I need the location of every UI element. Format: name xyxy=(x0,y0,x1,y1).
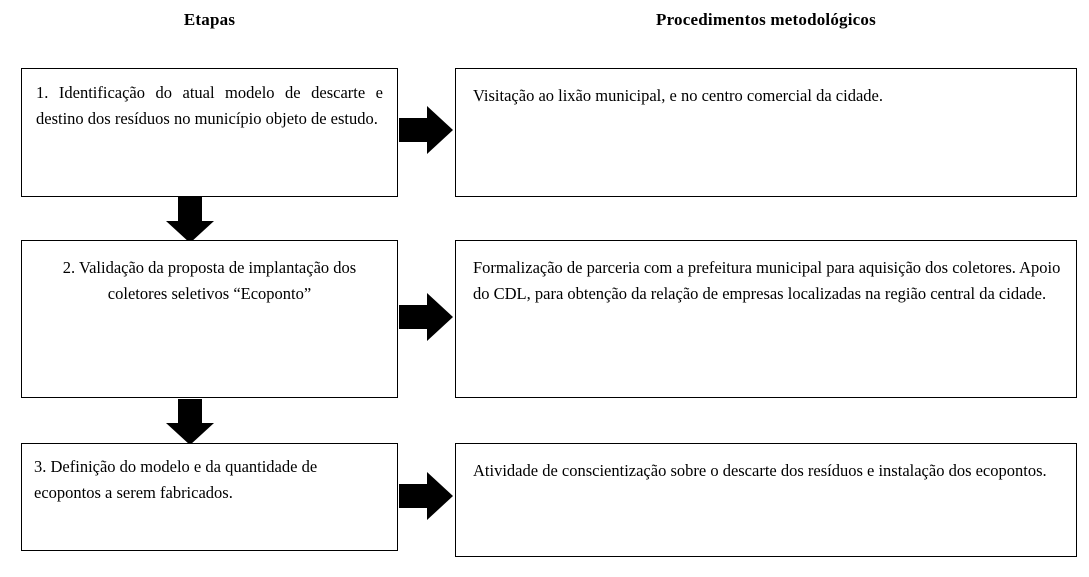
procedure-box-3-text: Atividade de conscientização sobre o des… xyxy=(473,461,1047,480)
column-header-procedimentos: Procedimentos metodológicos xyxy=(656,10,876,29)
arrow-right-icon xyxy=(399,472,453,520)
arrow-right-icon xyxy=(399,293,453,341)
procedure-box-2-text: Formalização de parceria com a prefeitur… xyxy=(473,258,1061,303)
procedure-box-1: Visitação ao lixão municipal, e no centr… xyxy=(455,68,1077,197)
stage-box-3-text: 3. Definição do modelo e da quantidade d… xyxy=(34,457,318,502)
procedure-box-3: Atividade de conscientização sobre o des… xyxy=(455,443,1077,557)
stage-box-1: 1. Identificação do atual modelo de desc… xyxy=(21,68,398,197)
arrow-right-icon xyxy=(399,106,453,154)
stage-box-3: 3. Definição do modelo e da quantidade d… xyxy=(21,443,398,551)
procedure-box-2: Formalização de parceria com a prefeitur… xyxy=(455,240,1077,398)
stage-box-2: 2. Validação da proposta de implantação … xyxy=(21,240,398,398)
column-header-etapas: Etapas xyxy=(183,10,236,29)
stage-box-2-text: 2. Validação da proposta de implantação … xyxy=(62,258,357,303)
stage-box-1-text: 1. Identificação do atual modelo de desc… xyxy=(36,83,383,128)
arrow-down-icon xyxy=(166,197,214,243)
procedure-box-1-text: Visitação ao lixão municipal, e no centr… xyxy=(473,86,883,105)
arrow-down-icon xyxy=(166,399,214,445)
